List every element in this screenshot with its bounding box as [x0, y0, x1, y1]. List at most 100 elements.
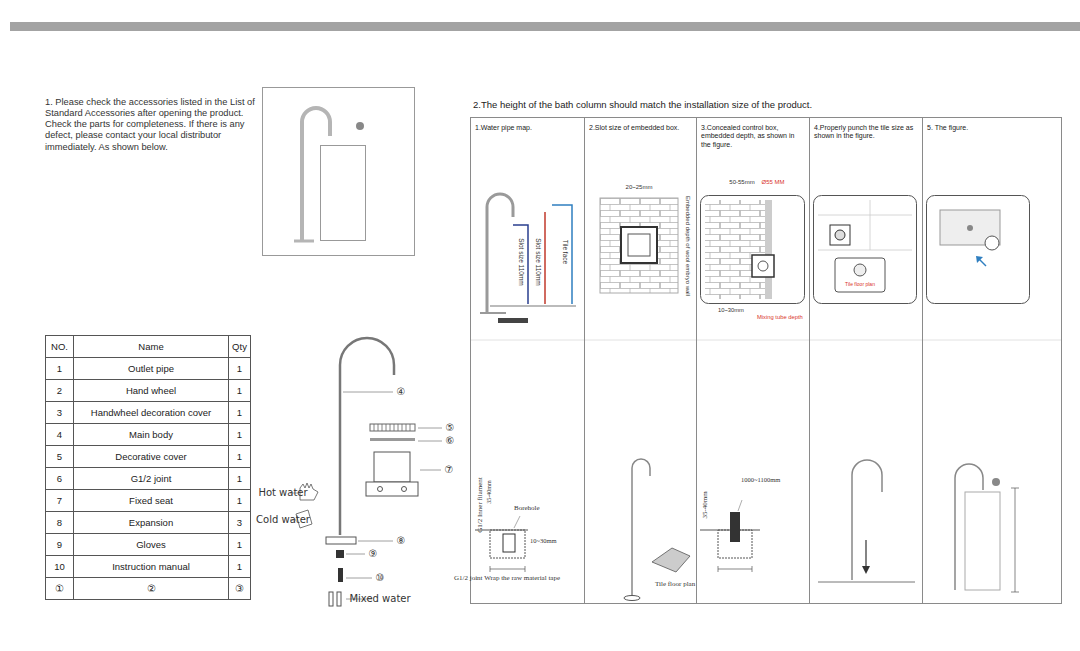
table-cell: ③	[228, 577, 251, 600]
table-cell: 5	[45, 445, 74, 468]
cell-text: Hand wheel	[126, 385, 176, 396]
table-cell: 1	[228, 555, 251, 578]
table-cell: Expansion	[73, 511, 229, 534]
table-cell: 1	[228, 379, 251, 402]
callout-number: ⑤	[446, 422, 455, 434]
table-cell: 9	[45, 533, 74, 556]
cell-text: 2	[57, 385, 62, 396]
step-heading: 5. The figure.	[923, 118, 1061, 132]
pipe-label: Slot size 110mm	[517, 238, 525, 286]
step-panel: 3.Concealed control box, embedded depth,…	[696, 118, 809, 603]
dimension-label: G1/2 Inner filament	[476, 477, 484, 533]
callout-number: ⑧	[397, 535, 406, 547]
cell-text: 1	[237, 385, 242, 396]
callout-number: Cold water	[256, 514, 310, 526]
table-cell: 2	[45, 379, 74, 402]
cell-text: Instruction manual	[112, 561, 190, 572]
part-label: 1000~1100mm	[741, 476, 805, 484]
cell-text: G1/2 joint	[131, 473, 172, 484]
step-heading: 4.Properly punch the tile size as shown …	[810, 118, 922, 141]
dimension-label: 10~30mm	[718, 307, 798, 314]
cell-text: 1	[57, 363, 62, 374]
dimension-label: G1/2 joint Wrap the raw material tape	[454, 574, 560, 582]
step-panel: 2.Slot size of embedded box.	[584, 118, 696, 603]
table-header: Qty	[228, 335, 251, 358]
table-cell: 10	[45, 555, 74, 578]
cell-text: 1	[237, 495, 242, 506]
pipe-label: Slot size 110mm	[534, 238, 542, 286]
table-cell: 6	[45, 467, 74, 490]
cell-text: 8	[57, 517, 62, 528]
cell-text: 4	[57, 429, 62, 440]
dimension-label: 35-40mm	[486, 480, 493, 503]
cell-text: 9	[57, 539, 62, 550]
cell-text: Fixed seat	[129, 495, 173, 506]
cell-text: Expansion	[129, 517, 173, 528]
table-cell: Gloves	[73, 533, 229, 556]
step-heading: 2.Slot size of embedded box.	[585, 118, 696, 132]
cell-text: 1	[237, 539, 242, 550]
cell-text: 6	[57, 473, 62, 484]
cell-text: 5	[57, 451, 62, 462]
table-cell: 1	[228, 401, 251, 424]
cell-text: 1	[237, 451, 242, 462]
cell-text: 10	[54, 561, 65, 572]
cell-text: Outlet pipe	[128, 363, 174, 374]
table-cell: Outlet pipe	[73, 357, 229, 380]
callout-number: ⑩	[376, 572, 385, 584]
dimension-label: 50-55mm	[729, 179, 754, 186]
part-label: Tile floor plan	[655, 580, 695, 588]
cell-text: Name	[138, 341, 163, 352]
part-label: Borehole	[514, 504, 540, 512]
steps-frame: 2.The height of the bath column should m…	[470, 117, 1062, 604]
callout-number: ⑦	[445, 464, 454, 476]
table-cell: 1	[45, 357, 74, 380]
callout-number: ⑨	[369, 548, 378, 560]
table-cell: 7	[45, 489, 74, 512]
table-cell: 1	[228, 357, 251, 380]
cell-text: ③	[235, 583, 244, 594]
callout-number: Hot water	[258, 487, 307, 499]
cell-text: 1	[237, 561, 242, 572]
table-cell: 8	[45, 511, 74, 534]
cell-text: 3	[237, 517, 242, 528]
cell-text: Main body	[129, 429, 173, 440]
table-cell: 3	[45, 401, 74, 424]
table-cell: 1	[228, 445, 251, 468]
dimension-label: 20~25mm	[620, 184, 658, 191]
note-text: 1. Please check the accessories listed i…	[45, 97, 260, 153]
table-header: NO.	[45, 335, 74, 358]
cell-text: Handwheel decoration cover	[91, 407, 211, 418]
table-cell: G1/2 joint	[73, 467, 229, 490]
callout-number: ⑥	[446, 435, 455, 447]
table-cell: Main body	[73, 423, 229, 446]
table-cell: 1	[228, 467, 251, 490]
dimension-value: Tile floor plan	[845, 281, 875, 287]
step-panel: 1.Water pipe map.	[471, 118, 584, 603]
cell-text: Qty	[232, 341, 247, 352]
dimension-value: Mixing tube depth	[757, 314, 803, 321]
cell-text: 1	[237, 429, 242, 440]
cell-text: 7	[57, 495, 62, 506]
step-heading: 1.Water pipe map.	[471, 118, 584, 132]
cell-text: 1	[237, 363, 242, 374]
cell-text: NO.	[51, 341, 68, 352]
table-cell: 4	[45, 423, 74, 446]
cell-text: Decorative cover	[115, 451, 186, 462]
table-header: Name	[73, 335, 229, 358]
dimension-label: 35-40mm	[701, 491, 709, 518]
table-cell: Fixed seat	[73, 489, 229, 512]
part-label: 10~30mm	[530, 537, 580, 545]
dimension-label: Embedded depth of wool embryo wall	[683, 196, 690, 296]
dimension-value: Ø55 MM	[761, 179, 784, 186]
table-cell: ①	[45, 577, 74, 600]
table-cell: 1	[228, 489, 251, 512]
callout-number: ④	[397, 386, 406, 398]
step-panel: 4.Properly punch the tile size as shown …	[809, 118, 922, 603]
cell-text: 1	[237, 473, 242, 484]
table-cell: Handwheel decoration cover	[73, 401, 229, 424]
table-cell: Instruction manual	[73, 555, 229, 578]
table-cell: 3	[228, 511, 251, 534]
table-cell: 1	[228, 423, 251, 446]
